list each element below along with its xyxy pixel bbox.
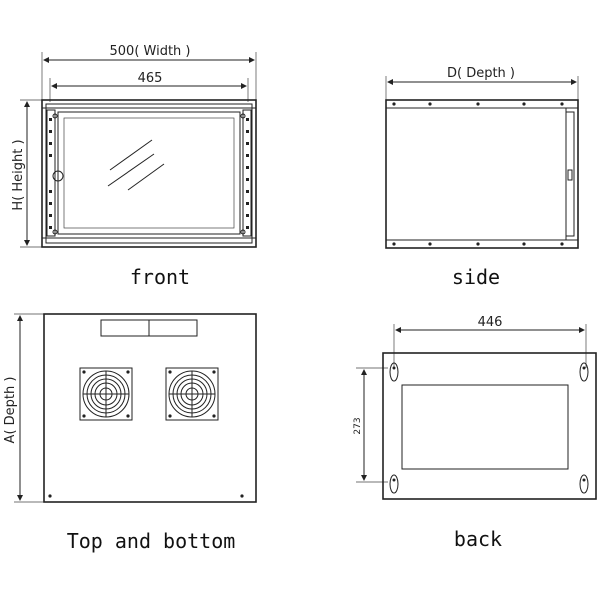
back-width-label: 446 bbox=[478, 315, 503, 330]
back-width-dimension: 446 bbox=[393, 315, 587, 368]
side-depth-dimension: D( Depth ) bbox=[385, 66, 579, 100]
front-height-label: H( Height ) bbox=[11, 139, 26, 210]
keyhole-mount-icon bbox=[389, 474, 399, 494]
front-width-label: 500( Width ) bbox=[110, 44, 191, 59]
top-depth-dimension: A( Depth ) bbox=[3, 313, 44, 503]
side-screw-holes bbox=[392, 102, 564, 246]
front-right-rail-holes bbox=[246, 118, 249, 229]
back-height-label: 273 bbox=[353, 417, 363, 434]
front-width-dimension: 500( Width ) bbox=[41, 44, 257, 102]
keyhole-mount-icon bbox=[579, 474, 589, 494]
back-panel-outline bbox=[382, 352, 597, 500]
top-bottom-caption: Top and bottom bbox=[67, 529, 236, 553]
keyhole-mount-icon bbox=[389, 362, 399, 382]
front-inner-width-label: 465 bbox=[138, 71, 163, 86]
front-height-dimension: H( Height ) bbox=[11, 99, 44, 248]
back-opening bbox=[401, 384, 569, 470]
front-left-rail-holes bbox=[49, 118, 52, 229]
top-bottom-view: A( Depth ) bbox=[3, 313, 257, 503]
lock-icon bbox=[52, 170, 64, 182]
front-glass-door bbox=[57, 111, 241, 235]
side-caption: side bbox=[452, 265, 500, 289]
side-depth-label: D( Depth ) bbox=[447, 66, 515, 81]
front-caption: front bbox=[130, 265, 190, 289]
front-view: 500( Width ) 465 H( Height ) bbox=[11, 44, 257, 248]
front-inner-width-dimension: 465 bbox=[49, 71, 249, 102]
keyhole-mount-icon bbox=[579, 362, 589, 382]
fan-icon bbox=[165, 367, 219, 421]
fan-icon bbox=[79, 367, 133, 421]
side-cabinet-outline bbox=[385, 99, 579, 249]
side-view: D( Depth ) bbox=[385, 66, 579, 249]
back-caption: back bbox=[454, 527, 502, 551]
front-cabinet-outline bbox=[41, 99, 257, 248]
top-panel-outline bbox=[43, 313, 257, 503]
back-view: 446 273 bbox=[353, 315, 597, 500]
top-depth-label: A( Depth ) bbox=[3, 377, 18, 444]
